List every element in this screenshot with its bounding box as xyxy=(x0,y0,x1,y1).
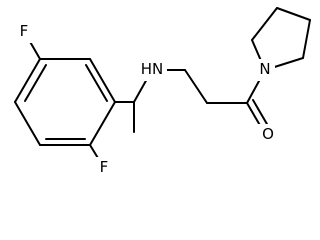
bond-ring-4 xyxy=(89,101,116,146)
atom-fluorine-top-label: F xyxy=(20,22,29,40)
bond-ring-2 xyxy=(14,101,41,146)
atom-fluorine-bottom: F xyxy=(93,157,115,179)
atom-amine-nh-label: HN xyxy=(141,60,164,78)
atom-pyrrolidine-n-bg xyxy=(255,59,275,81)
bond-pyr-2 xyxy=(251,7,278,41)
atom-fluorine-top: F xyxy=(13,21,35,43)
benzene-ring xyxy=(14,58,116,146)
atom-pyrrolidine-n: N xyxy=(255,59,275,81)
bond-pyr-3 xyxy=(276,7,311,21)
atom-amine-nh: HN xyxy=(137,59,167,81)
bond-ring-double-3 xyxy=(85,64,108,102)
structure-diagram: F F HN N O xyxy=(13,7,311,179)
bond-ring-1 xyxy=(14,58,41,103)
atom-pyrrolidine-n-label: N xyxy=(259,60,270,78)
bond-pyr-4 xyxy=(302,19,311,59)
atom-carbonyl-o-bg xyxy=(257,124,279,146)
atom-fluorine-top-bg xyxy=(13,21,35,43)
bond-ch2-ch2 xyxy=(184,69,208,104)
bond-ring-double-1 xyxy=(24,64,47,102)
atom-carbonyl-o-label: O xyxy=(262,125,274,143)
atom-fluorine-bottom-bg xyxy=(93,157,115,179)
atom-carbonyl-o: O xyxy=(257,124,279,146)
bond-ring-5 xyxy=(89,58,116,103)
atom-fluorine-bottom-label: F xyxy=(100,158,109,176)
atom-amine-nh-bg xyxy=(137,59,167,81)
molecule-svg: F F HN N O xyxy=(13,7,311,179)
pyrrolidine-ring xyxy=(251,7,311,71)
